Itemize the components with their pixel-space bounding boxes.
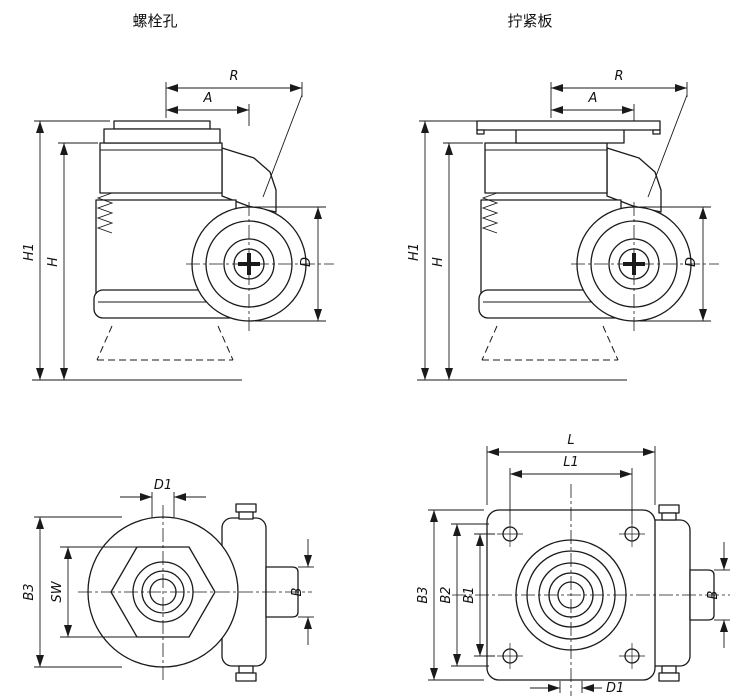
dim-label-r: R [614,69,623,84]
dim-label-sw: SW [50,580,65,602]
dim-label-d1: D1 [154,478,172,493]
clamping-plate-top-mount [476,120,661,144]
dim-label-b1: B1 [462,586,477,603]
top-view-clamping-plate: L L1 B3 B2 B1 B D1 [416,433,730,696]
dim-label-b3: B3 [22,583,37,600]
bolt-hole-top-pad [103,120,221,144]
dim-label-a: A [588,91,598,106]
dim-label-b: B [706,590,721,599]
column-title-clamping-plate: 拧紧板 [507,12,552,30]
dim-label-h: H [46,257,61,267]
dim-label-b2: B2 [439,586,454,603]
column-title-bolt-hole: 螺栓孔 [132,12,177,30]
side-view-clamping-plate: R A H1 H D [407,69,719,380]
side-view-bolt-hole: R A H1 H D [22,69,334,380]
dim-label-l1: L1 [563,455,579,470]
dim-label-d: D [299,257,314,267]
dim-label-h1: H1 [22,243,37,261]
dim-label-b3: B3 [416,586,431,603]
dim-label-d: D [684,257,699,267]
dim-label-a: A [203,91,213,106]
dim-label-b: B [290,587,305,596]
dim-label-r: R [229,69,238,84]
dim-label-l: L [567,433,574,448]
dim-label-h1: H1 [407,243,422,261]
bottom-view-bolt-hole: D1 B3 SW B [22,478,314,683]
dim-label-h: H [431,257,446,267]
dim-label-d1: D1 [606,681,624,696]
